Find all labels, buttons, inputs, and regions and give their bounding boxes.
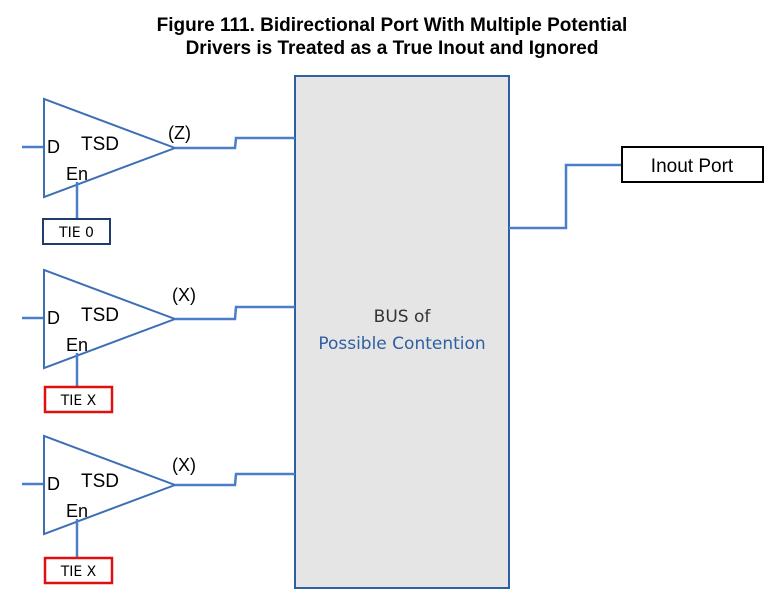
inout-port-label: Inout Port: [651, 156, 734, 177]
bus-label-line-2: Possible Contention: [318, 334, 485, 354]
bus-block: [294, 75, 510, 589]
driver-3-buffer: [43, 434, 178, 536]
figure-title-line-1: Figure 111. Bidirectional Port With Mult…: [157, 15, 628, 36]
inout-port-box: [621, 146, 764, 183]
port-wire: [509, 163, 622, 230]
driver-1-block-label: TSD: [81, 134, 119, 155]
bus-label-line-1: BUS of: [374, 307, 432, 327]
driver-2-tie-box: [43, 385, 114, 414]
figure-title-line-2: Drivers is Treated as a True Inout and I…: [186, 38, 599, 59]
driver-2: D TSD En (X) TIE X: [22, 268, 295, 414]
driver-1-output-wire: [175, 136, 295, 150]
driver-2-output-wire: [175, 305, 295, 321]
driver-1-tie-box: [42, 218, 111, 245]
driver-2-buffer: [43, 268, 178, 370]
driver-3: D TSD En (X) TIE X: [22, 434, 295, 585]
driver-3-tie-box: [43, 556, 114, 585]
driver-1-buffer: [43, 97, 178, 199]
driver-2-output-state: (X): [172, 285, 196, 305]
driver-2-enable-pin: En: [66, 335, 88, 355]
driver-1-data-pin: D: [47, 137, 60, 157]
driver-3-block-label: TSD: [81, 471, 119, 492]
driver-1-output-state: (Z): [168, 123, 191, 143]
driver-1: D TSD En (Z) TIE 0: [22, 97, 295, 245]
driver-2-tie-label: TIE X: [60, 393, 97, 409]
driver-1-enable-pin: En: [66, 164, 88, 184]
driver-1-tie-label: TIE 0: [58, 225, 94, 241]
driver-3-output-state: (X): [172, 455, 196, 475]
driver-3-tie-label: TIE X: [60, 564, 97, 580]
driver-3-output-wire: [175, 472, 295, 487]
driver-2-data-pin: D: [47, 308, 60, 328]
driver-2-block-label: TSD: [81, 305, 119, 326]
driver-3-enable-pin: En: [66, 501, 88, 521]
driver-3-data-pin: D: [47, 474, 60, 494]
